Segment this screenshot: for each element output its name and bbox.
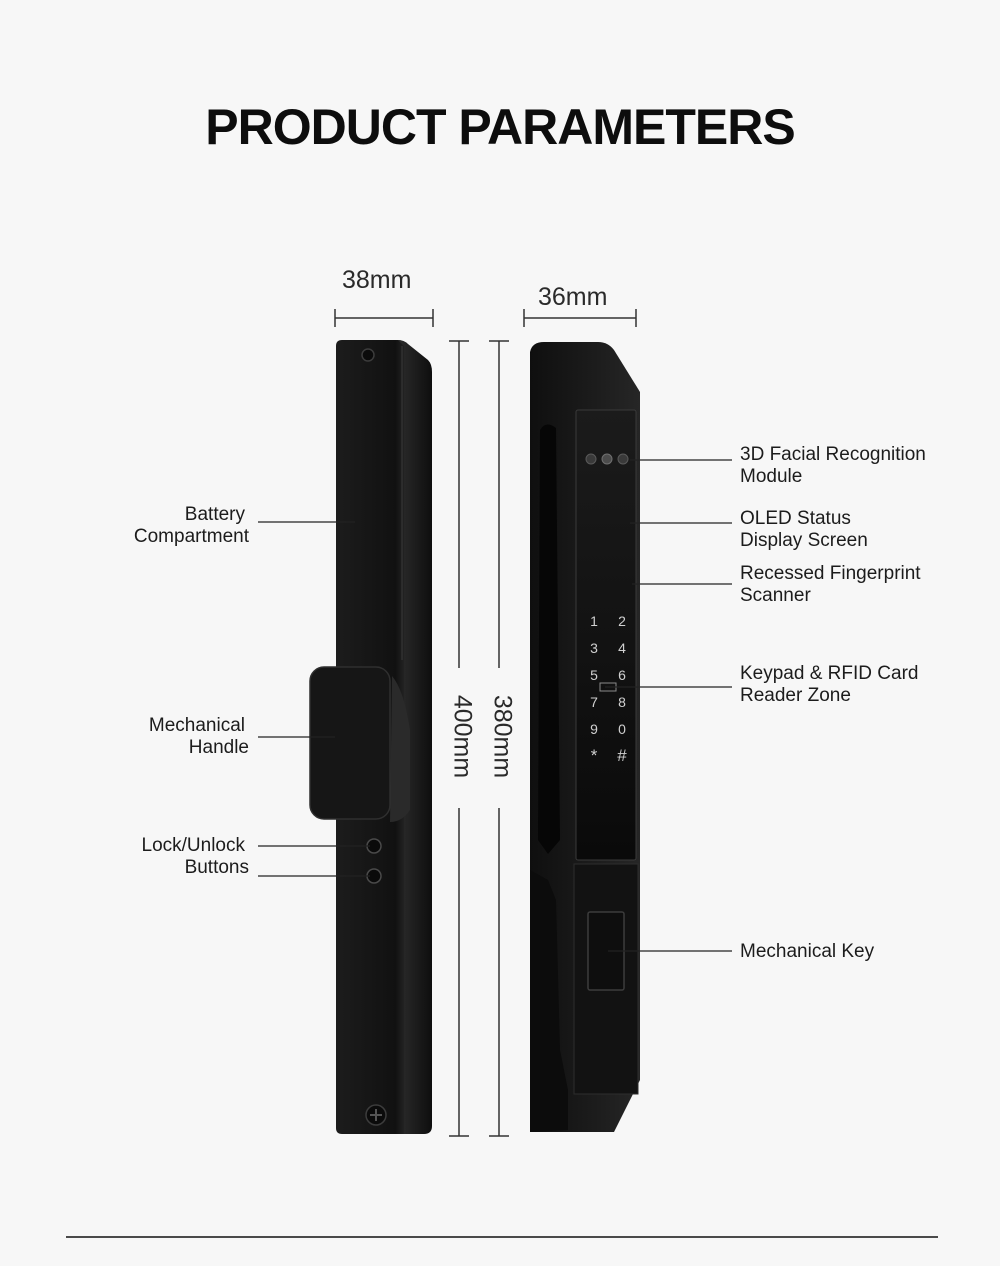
- battery-label-line-2: Compartment: [133, 526, 249, 547]
- keypad-key: 7: [590, 694, 598, 710]
- keypad-key: 0: [618, 721, 626, 737]
- fingerprint-label-line-2: Scanner: [740, 585, 811, 606]
- battery-compartment-label: Battery Compartment: [100, 504, 249, 548]
- keypad-key: 4: [618, 640, 626, 656]
- mechanical-handle-label: Mechanical Handle: [100, 715, 249, 759]
- oled-label-line-1: OLED Status: [740, 508, 851, 529]
- keypad: 1 2 3 4 5 6 7 8 9 0 * #: [590, 613, 627, 765]
- leader-lines: [258, 459, 732, 952]
- oled-label-line-2: Display Screen: [740, 530, 868, 551]
- keypad-key: 9: [590, 721, 598, 737]
- keypad-key: 3: [590, 640, 598, 656]
- facial-recognition-label: 3D Facial Recognition Module: [740, 444, 980, 488]
- keypad-key: 6: [618, 667, 626, 683]
- mechanical-key-label: Mechanical Key: [740, 941, 980, 963]
- face-label-line-2: Module: [740, 466, 803, 487]
- footer-divider: [66, 1236, 938, 1238]
- fingerprint-label-line-1: Recessed Fingerprint: [740, 563, 921, 584]
- keypad-key: 5: [590, 667, 598, 683]
- keypad-key: 8: [618, 694, 626, 710]
- keypad-label-line-2: Reader Zone: [740, 685, 851, 706]
- buttons-label-line-2: Buttons: [184, 857, 249, 878]
- keypad-key: 1: [590, 613, 598, 629]
- battery-label-line-1: Battery: [184, 504, 245, 525]
- key-label-line-1: Mechanical Key: [740, 941, 875, 962]
- height-dimension-lines: [449, 340, 509, 1137]
- keypad-key: #: [617, 746, 627, 765]
- front-width-label: 36mm: [538, 283, 608, 311]
- handle-label-line-1: Mechanical: [148, 715, 245, 736]
- keypad-key: *: [591, 746, 598, 765]
- handle-label-line-2: Handle: [188, 737, 249, 758]
- keypad-label-line-1: Keypad & RFID Card: [740, 663, 919, 684]
- width-dimension-lines: [334, 309, 637, 327]
- keypad-rfid-label: Keypad & RFID Card Reader Zone: [740, 663, 980, 707]
- lock-unlock-buttons-label: Lock/Unlock Buttons: [100, 835, 250, 879]
- page-title: PRODUCT PARAMETERS: [205, 99, 795, 155]
- fingerprint-scanner-label: Recessed Fingerprint Scanner: [740, 563, 980, 607]
- oled-display-label: OLED Status Display Screen: [740, 508, 980, 552]
- back-lock-body: [309, 340, 432, 1134]
- buttons-label-line-1: Lock/Unlock: [141, 835, 246, 856]
- front-lock-body: [530, 342, 640, 1132]
- back-width-label: 38mm: [342, 266, 412, 294]
- keypad-key: 2: [618, 613, 626, 629]
- face-label-line-1: 3D Facial Recognition: [740, 444, 926, 465]
